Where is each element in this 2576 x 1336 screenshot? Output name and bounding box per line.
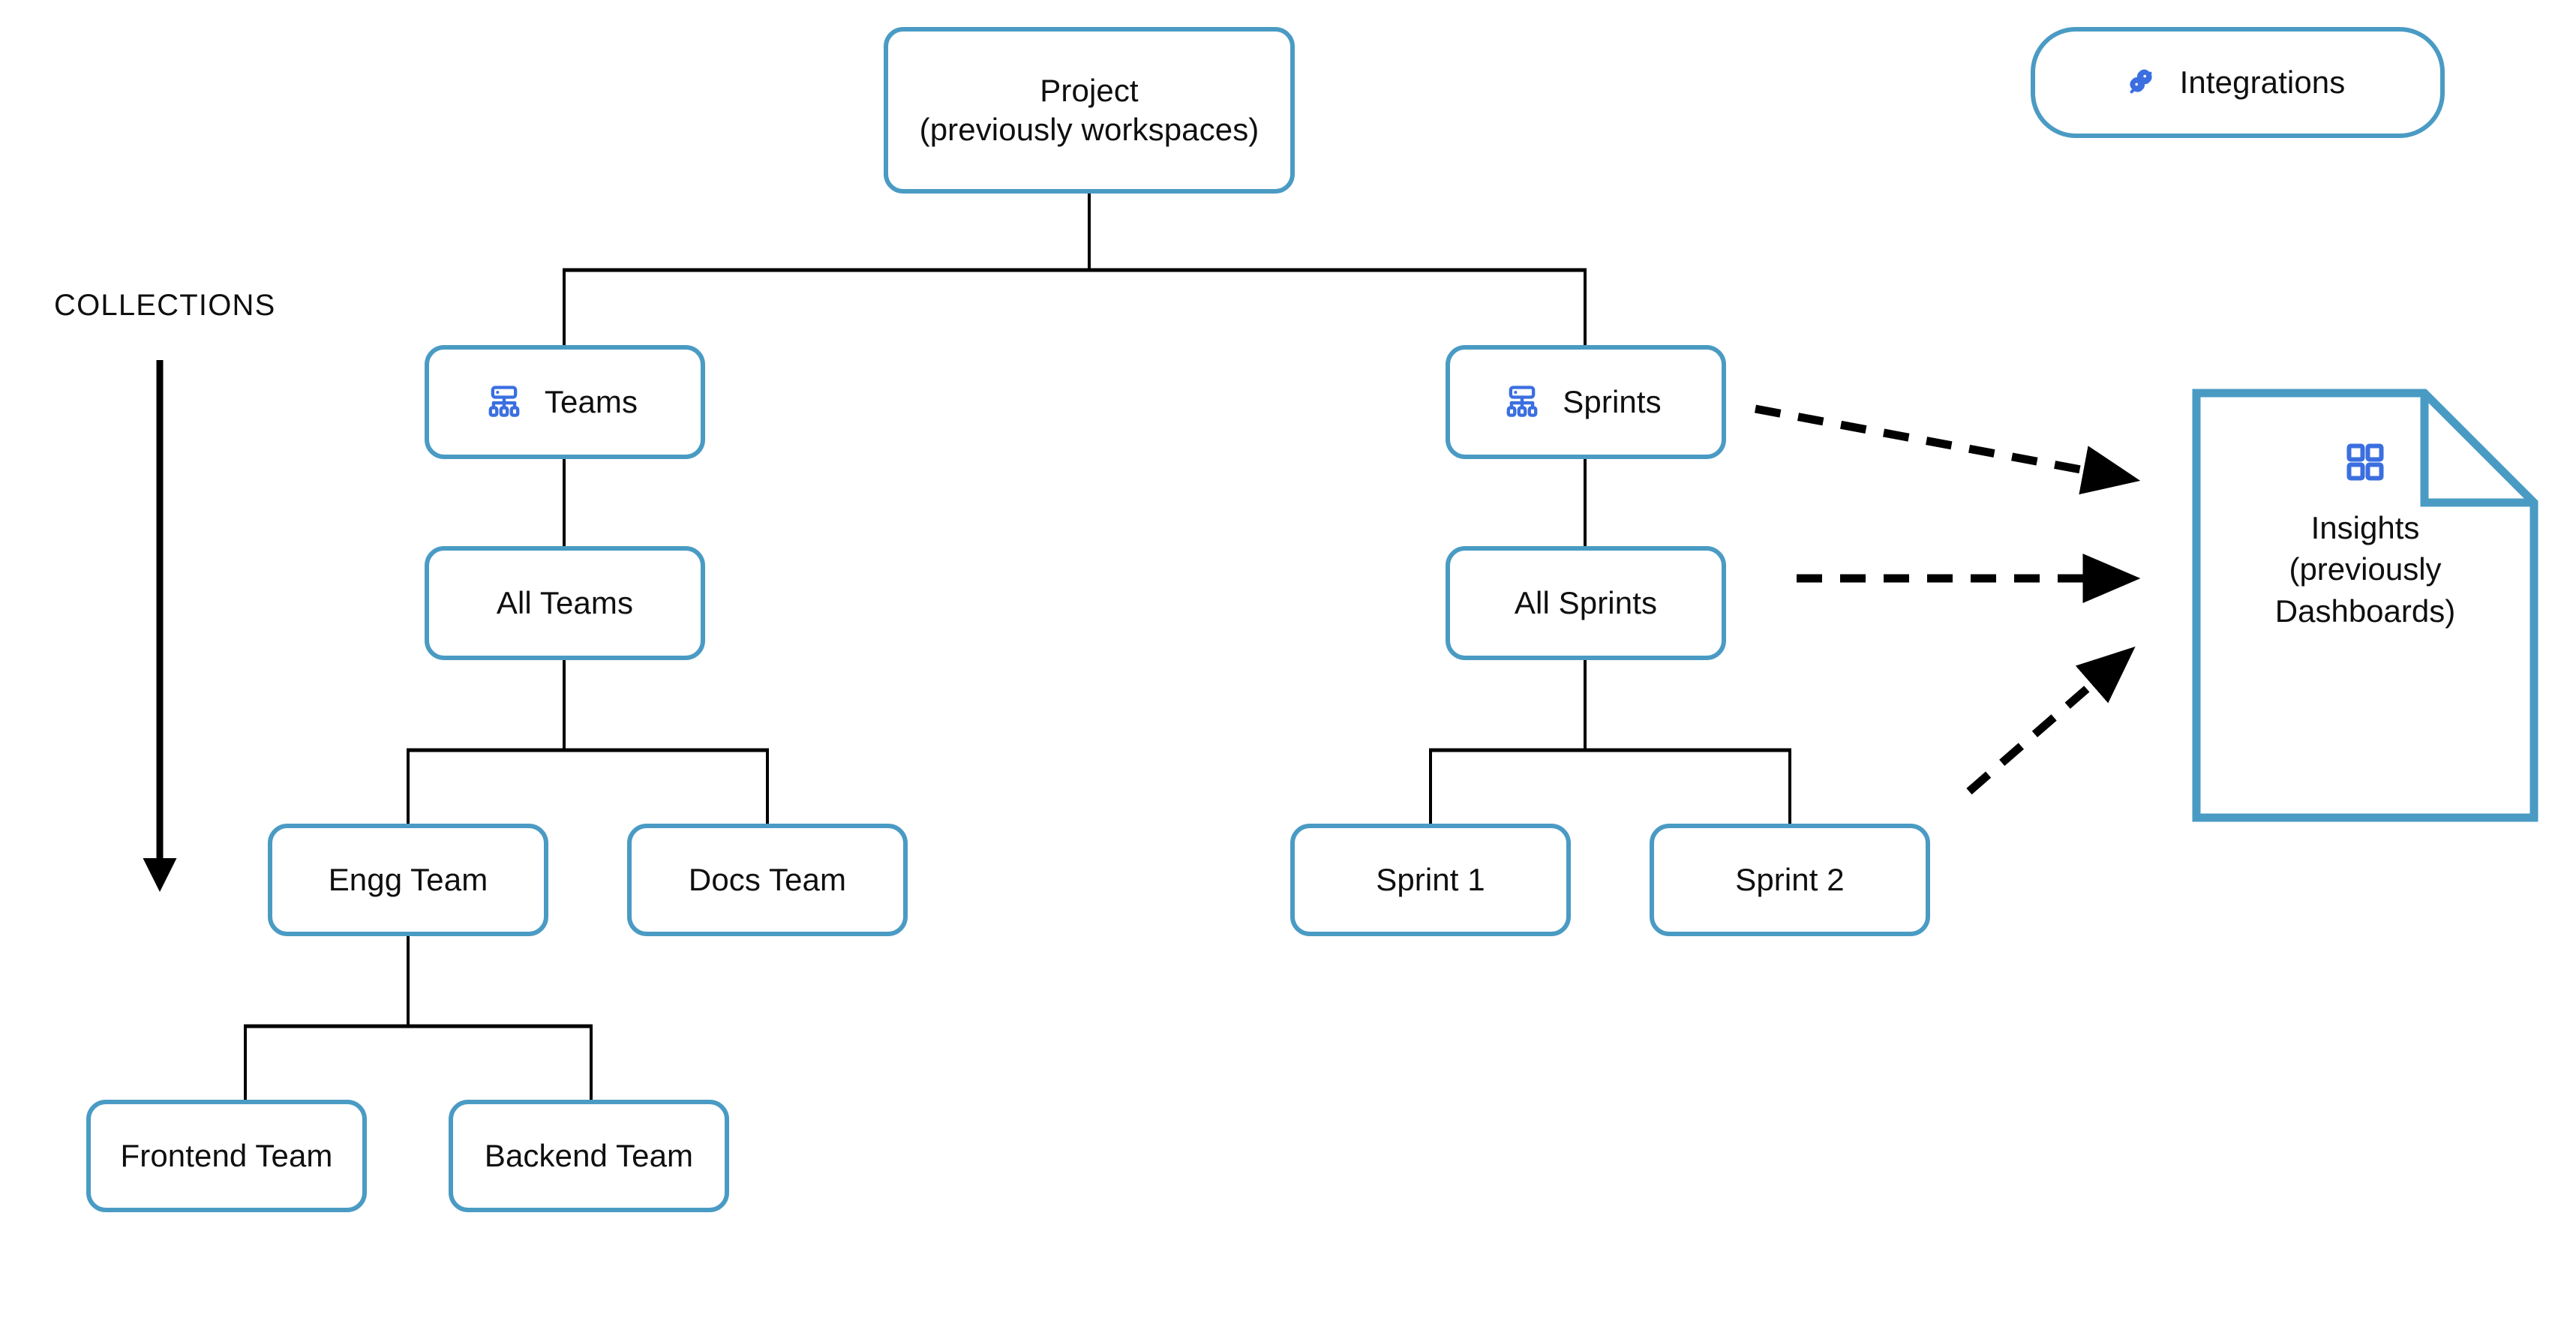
node-sprint-1[interactable]: Sprint 1 — [1290, 824, 1571, 936]
node-backend-team-label: Backend Team — [484, 1137, 694, 1173]
grid-2x2-icon — [2192, 440, 2538, 485]
collections-caption: COLLECTIONS — [54, 289, 276, 322]
insights-document-shape — [2192, 389, 2538, 822]
node-docs-team[interactable]: Docs Team — [627, 824, 908, 936]
node-frontend-team[interactable]: Frontend Team — [86, 1100, 367, 1212]
node-insights-label: Insights (previously Dashboards) — [2274, 510, 2456, 629]
node-project[interactable]: Project (previously workspaces) — [884, 27, 1295, 194]
edge-sprint2-to-insights — [1966, 646, 2136, 795]
node-teams[interactable]: Teams — [425, 345, 705, 459]
plug-connector-icon — [2123, 65, 2159, 101]
node-insights[interactable]: Insights (previously Dashboards) — [2192, 389, 2538, 822]
node-all-sprints[interactable]: All Sprints — [1446, 546, 1726, 660]
node-docs-team-label: Docs Team — [688, 861, 847, 897]
hierarchy-icon — [1503, 383, 1542, 422]
node-teams-label: Teams — [544, 383, 638, 419]
node-integrations[interactable]: Integrations — [2031, 27, 2445, 138]
node-engg-team[interactable]: Engg Team — [268, 824, 548, 936]
node-engg-team-label: Engg Team — [328, 861, 488, 897]
edge-sprints-to-insights — [1754, 404, 2141, 495]
node-all-teams[interactable]: All Teams — [425, 546, 705, 660]
node-sprints-label: Sprints — [1563, 383, 1662, 419]
node-all-sprints-label: All Sprints — [1514, 584, 1658, 620]
node-sprint-2-label: Sprint 2 — [1735, 861, 1845, 897]
node-all-teams-label: All Teams — [496, 584, 634, 620]
node-frontend-team-label: Frontend Team — [120, 1137, 333, 1173]
node-sprints[interactable]: Sprints — [1446, 345, 1726, 459]
hierarchy-icon — [485, 383, 524, 422]
node-sprint-2[interactable]: Sprint 2 — [1650, 824, 1930, 936]
node-integrations-label: Integrations — [2179, 64, 2346, 100]
node-backend-team[interactable]: Backend Team — [449, 1100, 729, 1212]
node-project-label: Project (previously workspaces) — [919, 72, 1259, 148]
node-sprint-1-label: Sprint 1 — [1376, 861, 1485, 897]
